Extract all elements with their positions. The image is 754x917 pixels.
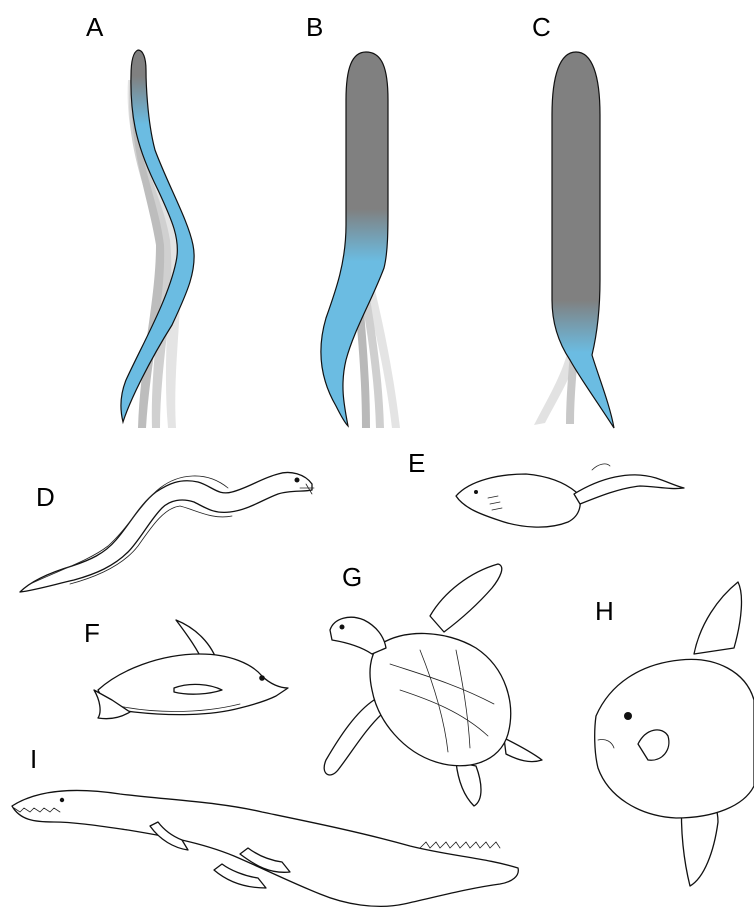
croc-eye	[60, 798, 64, 802]
panel-i: I	[12, 744, 518, 906]
panel-g: G	[324, 562, 542, 806]
eel-body	[20, 472, 312, 592]
panel-a: A	[86, 12, 194, 428]
sunfish-eye	[624, 712, 632, 720]
ray-eye	[474, 490, 478, 494]
turtle-head	[330, 617, 386, 654]
panel-c-label: C	[532, 12, 551, 42]
panel-a-label: A	[86, 12, 104, 42]
penguin-eye	[259, 675, 265, 681]
ray-dorsal-fin	[592, 464, 610, 470]
turtle-eye	[340, 625, 345, 630]
turtle-front-flipper-right	[430, 564, 502, 632]
turtle-shell	[370, 633, 511, 765]
panel-h: H	[595, 582, 754, 886]
turtle-front-flipper-left	[324, 700, 384, 775]
panel-h-label: H	[595, 596, 614, 626]
panel-d-label: D	[36, 482, 55, 512]
ray-body	[456, 474, 580, 527]
sunfish-dorsal-fin	[694, 582, 741, 654]
panel-b-label: B	[306, 12, 323, 42]
turtle-rear-flipper-left	[456, 762, 481, 806]
croc-body-and-tail	[12, 790, 518, 906]
eel-eye	[295, 478, 300, 483]
panel-g-label: G	[342, 562, 362, 592]
panel-c: C	[532, 12, 614, 428]
panel-f: F	[84, 618, 288, 719]
panel-e: E	[408, 448, 684, 527]
panel-d: D	[20, 472, 314, 592]
turtle-rear-flipper-right	[504, 738, 542, 762]
panel-f-label: F	[84, 618, 100, 648]
panel-i-label: I	[30, 744, 37, 774]
croc-tail-crest	[420, 842, 500, 848]
panel-b: B	[306, 12, 400, 428]
croc-hind-limb-lower	[214, 864, 266, 888]
ray-tail	[574, 475, 684, 504]
panel-e-label: E	[408, 448, 425, 478]
sunfish-body	[595, 659, 754, 818]
